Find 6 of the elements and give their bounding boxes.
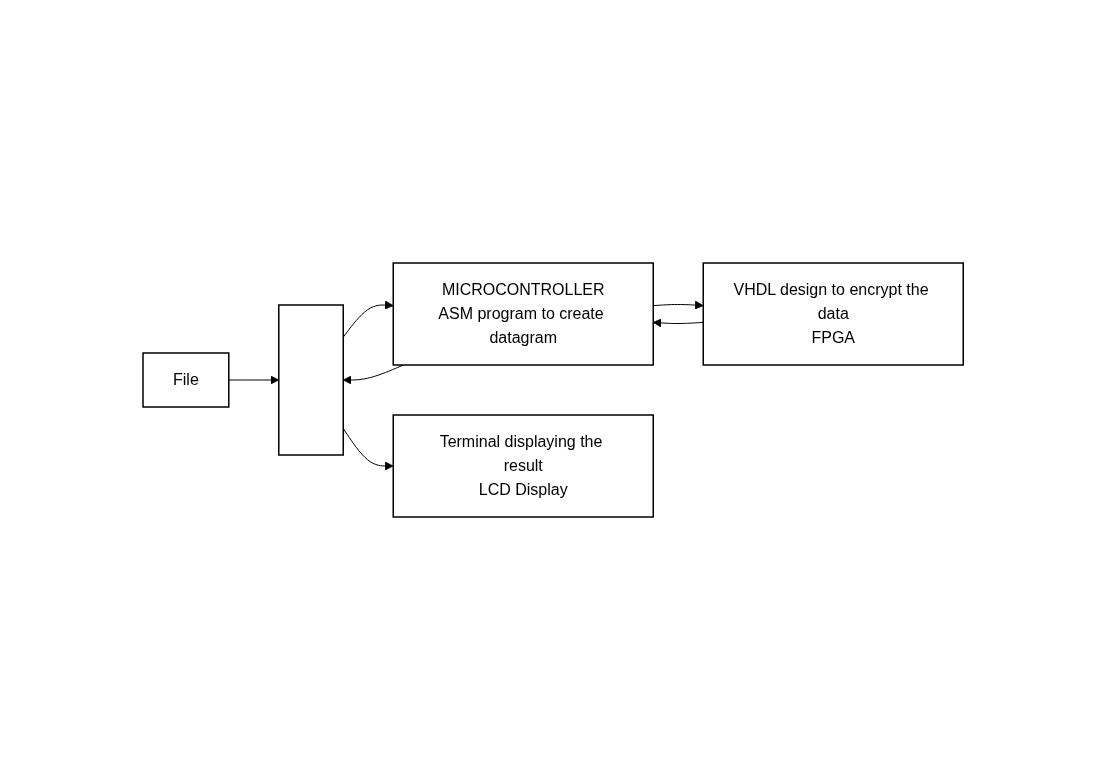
node-box: MICROCONTROLLER ASM program to create datagram (392, 261, 655, 366)
node-bar (278, 303, 345, 456)
node-box: File (142, 351, 230, 408)
node-box: VHDL design to encrypt the data FPGA (702, 261, 965, 366)
arrow (653, 300, 704, 309)
node-box: Terminal displaying the result LCD Display (392, 413, 655, 518)
